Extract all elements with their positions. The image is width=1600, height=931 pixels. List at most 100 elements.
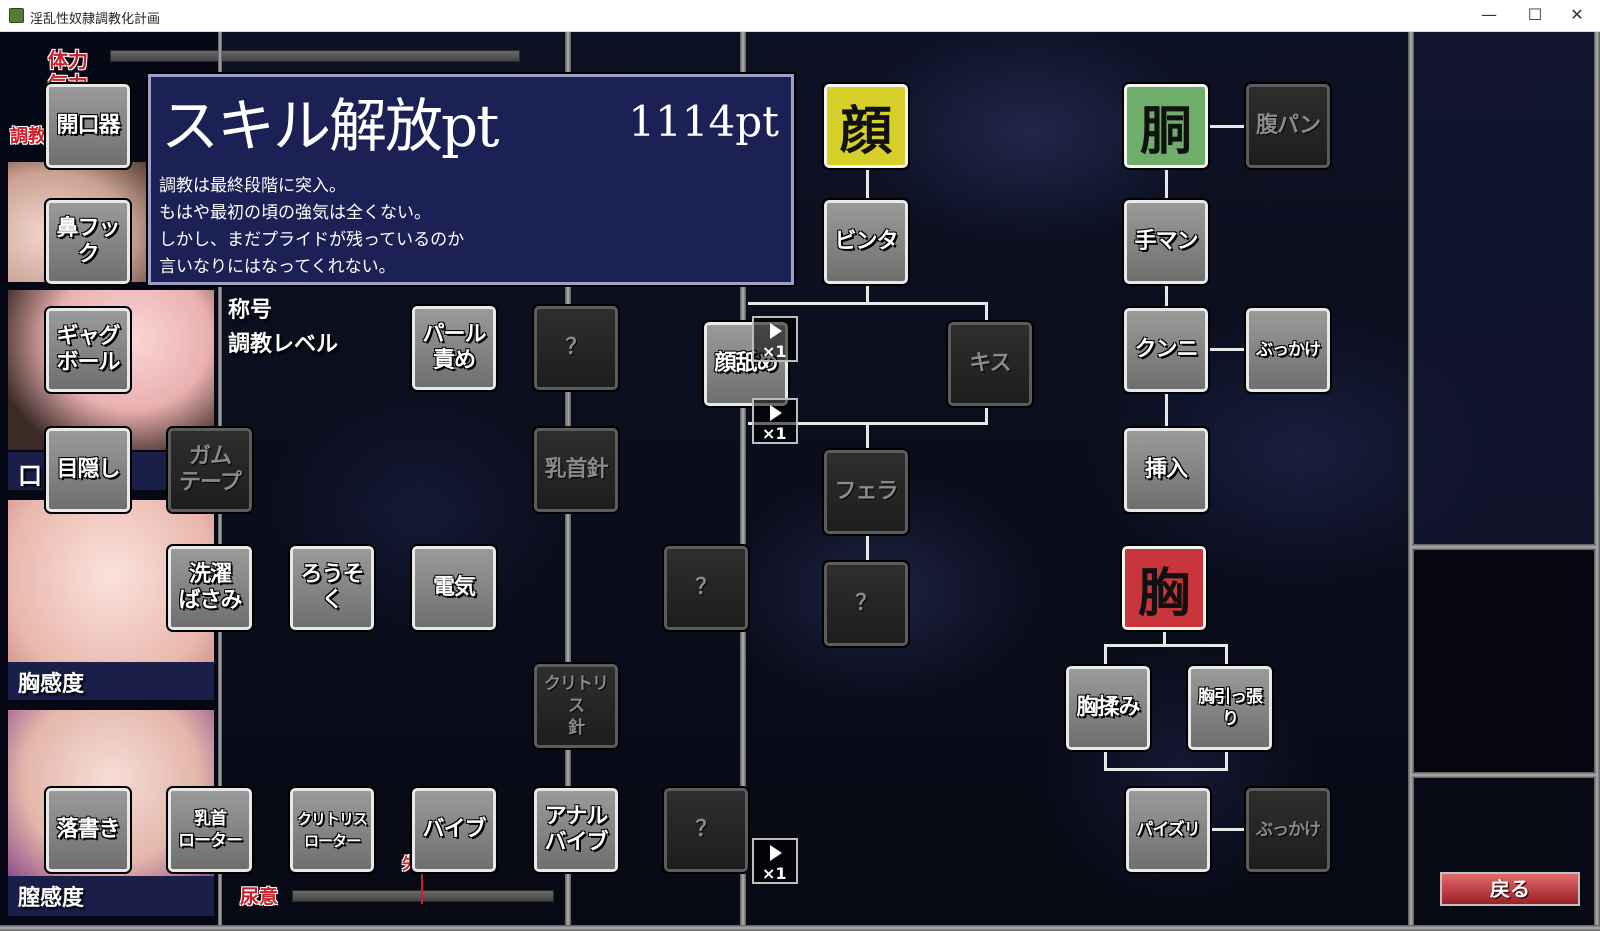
training-label: 調教 xyxy=(10,126,46,147)
multiplier-marker[interactable]: ×1 xyxy=(752,398,798,444)
tree-line xyxy=(1104,748,1107,770)
back-button[interactable]: 戻る xyxy=(1440,872,1580,906)
tree-line xyxy=(1165,388,1168,430)
multiplier-count: ×1 xyxy=(762,424,787,443)
skill-gum-tape[interactable]: ガム テープ xyxy=(166,426,254,514)
skill-bukkake[interactable]: ぶっかけ xyxy=(1244,306,1332,394)
skill-clit-rotor[interactable]: クリトリス ローター xyxy=(288,786,376,874)
side-panel-top xyxy=(1414,32,1594,544)
tree-line xyxy=(1210,348,1246,351)
skill-breast-pull[interactable]: 胸引っ張り xyxy=(1186,664,1274,752)
skill-nipple-needle[interactable]: 乳首針 xyxy=(532,426,620,514)
chest-sensitivity-label: 胸感度 xyxy=(18,671,85,697)
skill-kiss[interactable]: キス xyxy=(946,320,1034,408)
tree-line xyxy=(1163,628,1166,644)
skill-electric[interactable]: 電気 xyxy=(410,544,498,632)
minimize-button[interactable]: — xyxy=(1481,5,1497,24)
app-icon xyxy=(9,8,24,23)
skill-paizuri[interactable]: パイズリ xyxy=(1124,786,1212,874)
tree-line xyxy=(748,302,988,305)
skill-bukkake[interactable]: ぶっかけ xyxy=(1244,786,1332,874)
frame-divider xyxy=(1412,772,1596,778)
category-body[interactable]: 胴 xyxy=(1122,82,1210,170)
title-label: 称号 xyxy=(228,297,273,323)
stamina-bar xyxy=(110,50,520,62)
frame-divider xyxy=(1412,544,1596,550)
skill-cunni[interactable]: クンニ xyxy=(1122,306,1210,394)
skill-slap[interactable]: ビンタ xyxy=(822,198,910,286)
vagina-sensitivity-label: 膣感度 xyxy=(18,885,85,911)
skill-graffiti[interactable]: 落書き xyxy=(44,786,132,874)
chest-label-bg xyxy=(8,662,214,700)
tree-line xyxy=(1210,828,1246,831)
skill-breast-rub[interactable]: 胸揉み xyxy=(1064,664,1152,752)
skill-clit-needle[interactable]: クリトリス 針 xyxy=(532,662,620,750)
description-line: 調教は最終段階に突入。 xyxy=(159,176,346,196)
skill-nipple-rotor[interactable]: 乳首 ローター xyxy=(166,786,254,874)
urge-label: 尿意 xyxy=(240,886,279,908)
skill-fingering[interactable]: 手マン xyxy=(1122,198,1210,286)
panel-title: スキル解放pt xyxy=(161,92,499,160)
frame-divider xyxy=(0,925,1600,931)
multiplier-marker[interactable]: ×1 xyxy=(752,838,798,884)
multiplier-marker[interactable]: ×1 xyxy=(752,316,798,362)
tree-line xyxy=(1210,125,1246,128)
tree-line xyxy=(1225,644,1228,668)
skill-insert[interactable]: 挿入 xyxy=(1122,426,1210,514)
close-button[interactable]: ✕ xyxy=(1570,5,1584,24)
urge-bar xyxy=(292,890,554,902)
tree-line xyxy=(1104,644,1228,647)
play-icon xyxy=(770,405,782,421)
skill-unknown[interactable]: ？ xyxy=(822,560,910,648)
maximize-button[interactable]: ☐ xyxy=(1527,5,1543,24)
category-chest[interactable]: 胸 xyxy=(1120,544,1208,632)
skill-unknown[interactable]: ？ xyxy=(662,786,750,874)
skill-unknown[interactable]: ？ xyxy=(532,304,620,392)
skill-anal-vibe[interactable]: アナル バイブ xyxy=(532,786,620,874)
skill-unknown[interactable]: ？ xyxy=(662,544,750,632)
stamina-label: 体力 xyxy=(48,48,88,72)
skill-punch[interactable]: 腹パン xyxy=(1244,82,1332,170)
vagina-label-bg xyxy=(8,876,214,916)
tree-line xyxy=(866,422,869,450)
tree-line xyxy=(1225,748,1228,770)
skill-pearl[interactable]: パール 責め xyxy=(410,304,498,392)
description-line: もはや最初の頃の強気は全くない。 xyxy=(159,203,431,223)
tree-line xyxy=(1104,644,1107,668)
skill-points-panel: スキル解放pt 1114pt 調教は最終段階に突入。 もはや最初の頃の強気は全く… xyxy=(146,72,796,287)
tree-line xyxy=(866,280,869,304)
multiplier-count: ×1 xyxy=(762,864,787,883)
play-icon xyxy=(770,845,782,861)
skill-candle[interactable]: ろうそく xyxy=(288,544,376,632)
side-panel-middle xyxy=(1414,550,1594,772)
skill-nose-hook[interactable]: 鼻フック xyxy=(44,198,132,286)
frame-divider xyxy=(1594,32,1600,931)
play-icon xyxy=(770,323,782,339)
tree-line xyxy=(866,532,869,562)
tree-line xyxy=(1165,164,1168,204)
skill-clothespin[interactable]: 洗濯 ばさみ xyxy=(166,544,254,632)
category-face[interactable]: 顔 xyxy=(822,82,910,170)
skill-gag-ball[interactable]: ギャグ ボール xyxy=(44,306,132,394)
panel-description: 調教は最終段階に突入。 もはや最初の頃の強気は全くない。 しかし、まだプライドが… xyxy=(159,173,464,281)
skill-vibe[interactable]: バイブ xyxy=(410,786,498,874)
skill-opener[interactable]: 開口器 xyxy=(44,82,132,170)
multiplier-count: ×1 xyxy=(762,342,787,361)
window-titlebar: 淫乱性奴隷調教化計画 — ☐ ✕ xyxy=(0,0,1600,32)
game-screen: 体力 気力 調教 口 胸感度 膣感度 尿意 失 称号 調教レベル xyxy=(0,32,1600,931)
training-level-label: 調教レベル xyxy=(228,331,339,357)
frame-divider xyxy=(1408,32,1414,931)
skill-fellatio[interactable]: フェラ xyxy=(822,448,910,536)
skill-blindfold[interactable]: 目隠し xyxy=(44,426,132,514)
tree-line xyxy=(566,392,568,432)
frame-divider xyxy=(740,32,746,931)
window-title: 淫乱性奴隷調教化計画 xyxy=(30,12,161,27)
description-line: 言いなりにはなってくれない。 xyxy=(159,257,396,277)
tree-line xyxy=(866,164,869,204)
leak-threshold-line xyxy=(421,870,423,904)
tree-line xyxy=(1165,280,1168,310)
description-line: しかし、まだプライドが残っているのか xyxy=(159,230,465,250)
skill-points-value: 1114pt xyxy=(628,97,779,146)
mouth-label: 口 xyxy=(18,461,42,490)
tree-line xyxy=(1104,768,1228,771)
